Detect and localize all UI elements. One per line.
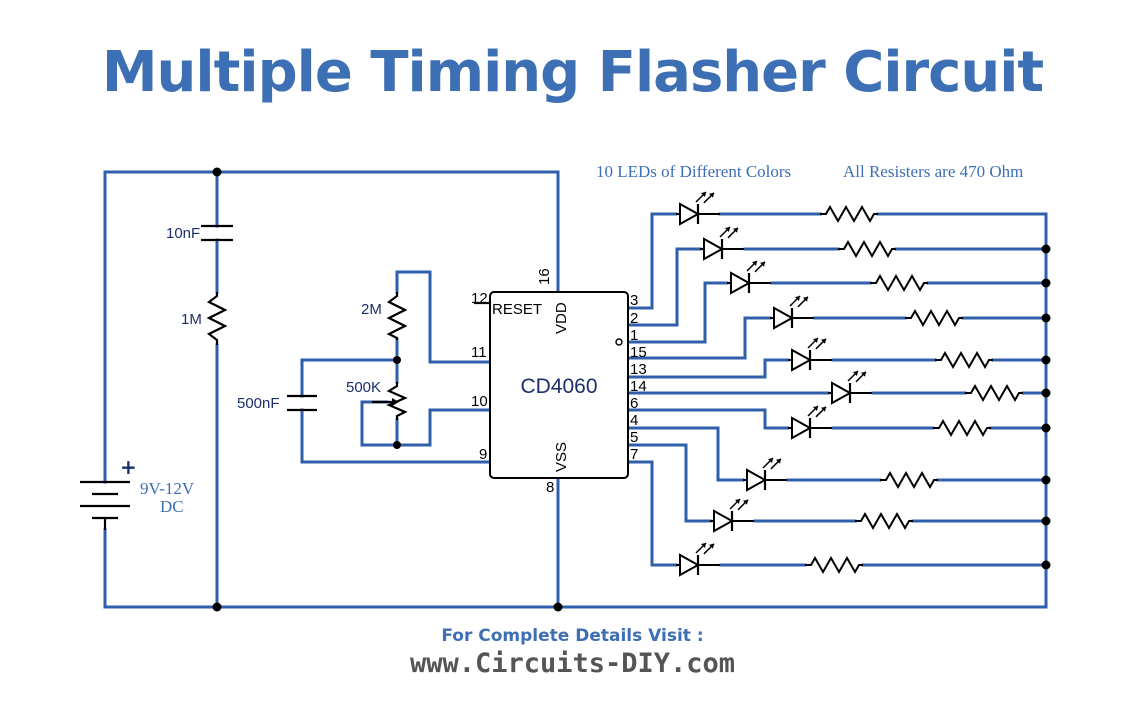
pin-out-7: 7 (630, 446, 638, 463)
footer-visit-text: For Complete Details Visit : (441, 626, 704, 646)
led-7 (788, 405, 832, 440)
led-2 (700, 226, 744, 261)
potentiometer-500k-label: 500K (346, 379, 381, 396)
output-pin-labels: 3 2 1 15 13 14 6 4 5 7 (630, 292, 647, 463)
capacitor-500nf-label: 500nF (237, 395, 280, 412)
capacitor-10nf-label: 10nF (166, 225, 200, 242)
led-6 (828, 370, 872, 405)
junction-dots (212, 167, 1051, 612)
ic-notch (615, 338, 623, 346)
pin-out-1: 1 (630, 327, 638, 344)
ic-vdd-label: VDD (553, 302, 570, 334)
resistor-470-3 (870, 273, 928, 293)
resistor-470-2 (838, 239, 896, 259)
ic-cd4060-body (489, 291, 629, 479)
battery-dc-label: DC (160, 497, 184, 516)
resistor-470-7 (933, 418, 991, 438)
pin-10-label: 10 (471, 393, 488, 410)
resistor-470-9 (855, 511, 913, 531)
resistor-470-10 (805, 555, 863, 575)
potentiometer-500k (372, 382, 408, 420)
pin-12-label: 12 (471, 290, 488, 307)
resistors-note: All Resisters are 470 Ohm (843, 162, 1023, 181)
capacitor-10nf (201, 224, 233, 242)
resistor-470-6 (965, 383, 1023, 403)
resistor-470-1 (820, 204, 878, 224)
pin-out-3: 3 (630, 292, 638, 309)
ic-vss-label: VSS (553, 442, 570, 472)
resistor-2m-label: 2M (361, 301, 382, 318)
pin-out-5: 5 (630, 429, 638, 446)
resistor-470-5 (935, 350, 993, 370)
pin-16-label: 16 (536, 268, 553, 285)
resistor-1m-label: 1M (181, 311, 202, 328)
led-8 (743, 457, 787, 492)
led-5 (788, 337, 832, 372)
led-9 (710, 498, 754, 533)
resistor-470-8 (880, 470, 938, 490)
led-3 (727, 260, 771, 295)
led-1 (676, 191, 720, 226)
pin-out-4: 4 (630, 412, 638, 429)
pin-11-label: 11 (471, 344, 487, 361)
page-title: Multiple Timing Flasher Circuit (101, 40, 1044, 105)
led-10 (676, 542, 720, 577)
pin-9-label: 9 (479, 446, 487, 463)
capacitor-500nf (287, 394, 317, 412)
led-4 (770, 295, 814, 330)
pin-8-label: 8 (546, 479, 554, 496)
pin-out-6: 6 (630, 395, 638, 412)
pin-out-13: 13 (630, 361, 647, 378)
ic-reset-label: RESET (492, 301, 542, 318)
leds-note: 10 LEDs of Different Colors (596, 162, 791, 181)
footer-url[interactable]: www.Circuits-DIY.com (409, 648, 736, 679)
battery-symbol (80, 480, 130, 530)
resistor-2m (386, 292, 408, 340)
led-group (676, 191, 872, 577)
resistor-group (805, 204, 1023, 575)
resistor-470-4 (905, 308, 963, 328)
battery-voltage-label: 9V-12V (140, 479, 195, 498)
resistor-1m (206, 292, 228, 345)
ic-name: CD4060 (520, 375, 597, 398)
battery-plus: + (120, 455, 137, 479)
main-wires (103, 170, 1048, 609)
pin-out-2: 2 (630, 310, 638, 327)
pin-out-14: 14 (630, 378, 647, 395)
pin-out-15: 15 (630, 344, 647, 361)
